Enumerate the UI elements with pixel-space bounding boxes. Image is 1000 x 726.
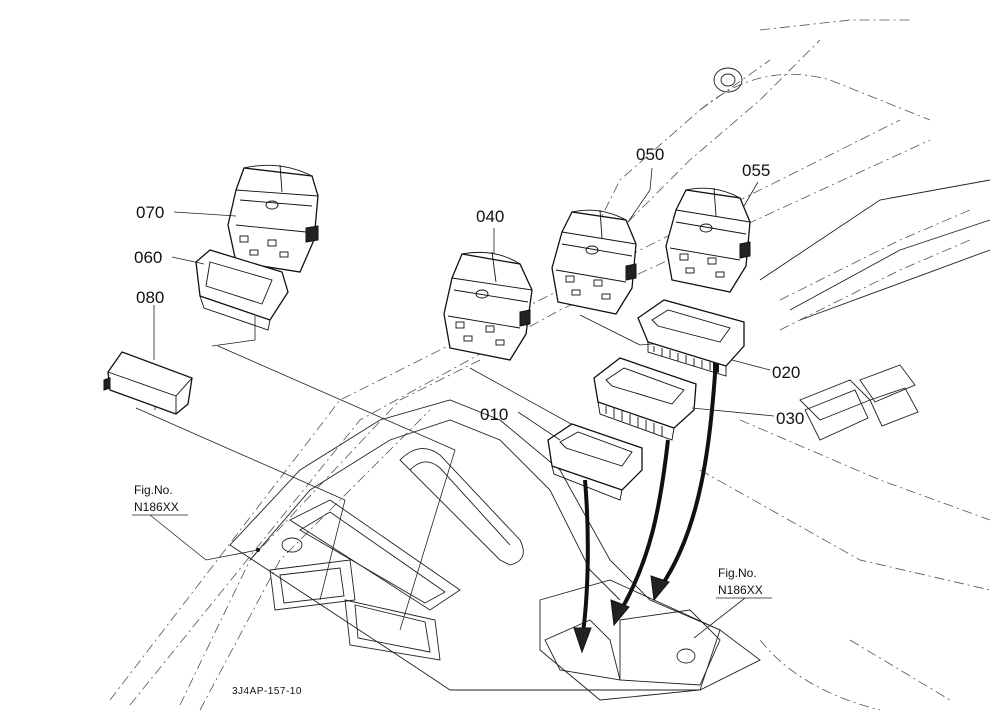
drawing-code: 3J4AP-157-10: [232, 686, 302, 697]
arrow-head-010: [573, 627, 592, 654]
switch-070: [227, 164, 319, 273]
figure-reference-left: Fig.No. N186XX: [132, 483, 188, 516]
label-030: 030: [776, 409, 804, 428]
dashboard-right-details: [759, 179, 991, 441]
label-060: 060: [134, 248, 162, 267]
label-040: 040: [476, 207, 504, 226]
part-labels: 070 060 080 040 050 055 020 030 010: [134, 145, 804, 428]
cover-080: [103, 351, 193, 415]
left-switch-pocket: [269, 559, 356, 611]
figref-right-line2: N186XX: [718, 583, 763, 597]
arrow-head-030: [610, 599, 630, 627]
frame-010: [547, 423, 643, 501]
label-055: 055: [742, 161, 770, 180]
switch-055: [665, 187, 751, 293]
figref-left-line2: N186XX: [134, 500, 179, 514]
label-020: 020: [772, 363, 800, 382]
figref-right-line1: Fig.No.: [718, 566, 757, 580]
frame-030: [593, 357, 697, 441]
label-010: 010: [480, 405, 508, 424]
console-outline: [109, 19, 991, 711]
label-050: 050: [636, 145, 664, 164]
right-panel-opening: [619, 609, 721, 686]
bezel-060: [195, 249, 289, 331]
figure-reference-right: Fig.No. N186XX: [716, 566, 772, 599]
label-080: 080: [136, 288, 164, 307]
label-070: 070: [136, 203, 164, 222]
switch-050: [551, 209, 637, 315]
callout-leaders: [149, 167, 775, 639]
frame-020: [637, 299, 745, 377]
arrow-head-020: [650, 575, 670, 602]
figref-left-line1: Fig.No.: [134, 483, 173, 497]
install-arrows: [573, 358, 719, 654]
switch-040: [443, 251, 533, 361]
